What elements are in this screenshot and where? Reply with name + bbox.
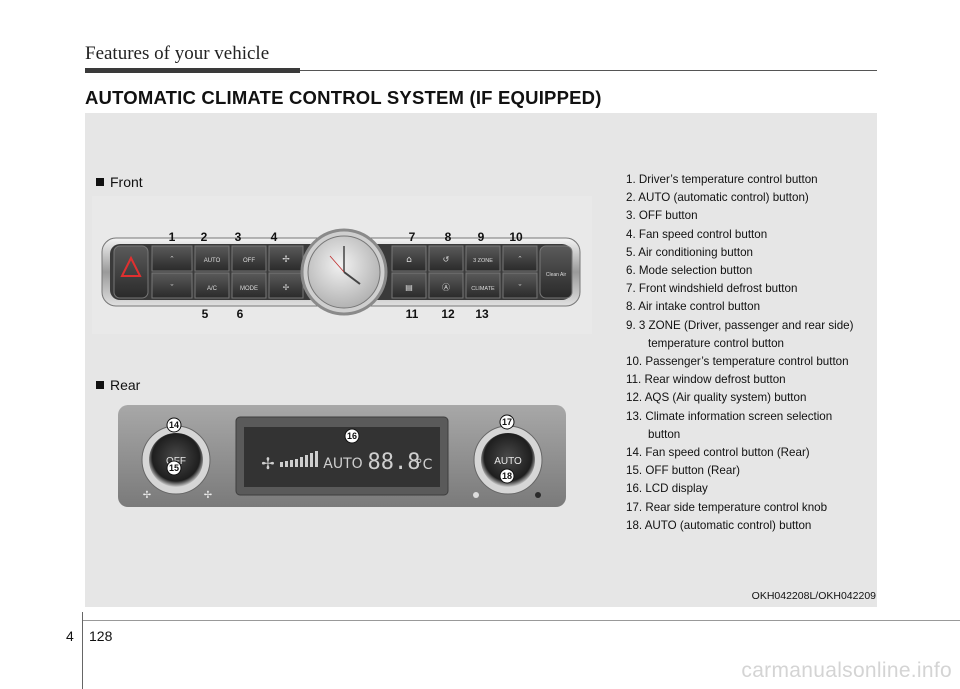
- front-right-buttons: ⌂ ↺ 3 ZONE ˆ ▤ Ⓐ CLIMATE ˇ Clean Air: [391, 245, 573, 299]
- callout-14: 14: [169, 420, 179, 430]
- callout-15: 15: [169, 463, 179, 473]
- callout-13: 13: [475, 307, 489, 321]
- aqs-icon: Ⓐ: [442, 283, 450, 292]
- legend-item: 5. Air conditioning button: [626, 245, 753, 259]
- front-left-buttons: ˆ ˇ AUTO OFF ✢ A/C MODE ✢: [113, 245, 304, 299]
- fan-low-icon: ✢: [143, 490, 151, 501]
- rear-control-panel: OFF ✢ ✢ ✢ AUTO 88.8 °C AUTO 14 15 16 17 …: [118, 405, 566, 507]
- rear-left-knob: OFF: [141, 425, 211, 495]
- callout-5: 5: [202, 307, 209, 321]
- rear-defrost-icon: ▤: [405, 283, 413, 292]
- callout-17: 17: [502, 417, 512, 427]
- rear-label: Rear: [96, 377, 140, 393]
- footer-divider: [82, 612, 83, 689]
- legend-item: 17. Rear side temperature control knob: [626, 500, 828, 514]
- rear-right-knob: AUTO: [473, 425, 543, 495]
- section-title: AUTOMATIC CLIMATE CONTROL SYSTEM (IF EQU…: [85, 87, 602, 108]
- callout-2: 2: [201, 230, 208, 244]
- lcd-fan-icon: ✢: [261, 454, 274, 473]
- square-bullet-icon: [96, 381, 104, 389]
- legend-item: 1. Driver’s temperature control button: [626, 173, 818, 186]
- legend-item-continued: button: [648, 427, 681, 441]
- callout-1: 1: [169, 230, 176, 244]
- front-control-panel: ˆ ˇ AUTO OFF ✢ A/C MODE ✢ ⌂ ↺ 3 ZONE ˆ ▤…: [92, 196, 592, 334]
- lcd-display: ✢ AUTO 88.8 °C: [235, 416, 449, 496]
- off-button-label: OFF: [243, 258, 255, 264]
- figure-panel: [85, 113, 877, 607]
- front-label: Front: [96, 174, 143, 190]
- legend-item: 13. Climate information screen selection: [626, 409, 833, 423]
- header-title: Features of your vehicle: [85, 43, 270, 64]
- rear-auto-label: AUTO: [494, 456, 522, 467]
- legend-item: 9. 3 ZONE (Driver, passenger and rear si…: [626, 318, 854, 332]
- windshield-defrost-icon: ⌂: [406, 255, 412, 265]
- callout-7: 7: [409, 230, 416, 244]
- square-bullet-icon: [96, 178, 104, 186]
- legend-item: 2. AUTO (automatic control) button): [626, 191, 809, 205]
- page-number: 128: [89, 628, 113, 644]
- legend-item: 18. AUTO (automatic control) button: [626, 518, 812, 532]
- mode-button-label: MODE: [240, 286, 258, 292]
- legend-item: 3. OFF button: [626, 209, 698, 223]
- cool-indicator: [473, 492, 479, 498]
- legend-item-continued: temperature control button: [648, 336, 784, 350]
- image-code: OKH042208L/OKH042209: [751, 590, 876, 602]
- legend-item: 6. Mode selection button: [626, 264, 753, 278]
- analog-clock: [300, 228, 388, 316]
- callout-3: 3: [235, 230, 242, 244]
- svg-text:ˇ: ˇ: [519, 283, 522, 293]
- legend-item: 16. LCD display: [626, 482, 708, 496]
- legend-item: 14. Fan speed control button (Rear): [626, 446, 810, 460]
- climate-button-label: CLIMATE: [471, 286, 495, 292]
- air-intake-icon: ↺: [443, 255, 450, 264]
- lcd-unit: °C: [416, 457, 433, 473]
- legend-item: 11. Rear window defrost button: [626, 373, 786, 387]
- three-zone-button-label: 3 ZONE: [473, 258, 493, 264]
- watermark: carmanualsonline.info: [741, 659, 952, 682]
- callout-4: 4: [271, 230, 278, 244]
- svg-text:ˆ: ˆ: [171, 255, 174, 265]
- callout-16: 16: [347, 431, 357, 441]
- callout-10: 10: [509, 230, 523, 244]
- header-rule-thin: [300, 70, 877, 71]
- callout-11: 11: [406, 307, 419, 321]
- footer-rule: [82, 620, 960, 621]
- chapter-number: 4: [66, 628, 74, 644]
- warm-indicator: [535, 492, 541, 498]
- svg-text:ˇ: ˇ: [171, 283, 174, 293]
- callout-9: 9: [478, 230, 485, 244]
- svg-text:ˆ: ˆ: [519, 255, 522, 265]
- callout-18: 18: [502, 471, 512, 481]
- fan-icon: ✢: [282, 255, 290, 265]
- callout-6: 6: [237, 307, 244, 321]
- fan-high-icon: ✢: [204, 490, 212, 501]
- auto-button-label: AUTO: [204, 258, 221, 264]
- header-rule-thick: [85, 68, 300, 73]
- legend-item: 12. AQS (Air quality system) button: [626, 391, 807, 405]
- clean-air-button-label: Clean Air: [546, 272, 567, 278]
- fan-small-icon: ✢: [283, 283, 290, 292]
- callout-8: 8: [445, 230, 452, 244]
- legend-item: 4. Fan speed control button: [626, 227, 768, 241]
- legend-list: 1. Driver’s temperature control button 2…: [626, 171, 881, 535]
- legend-item: 10. Passenger’s temperature control butt…: [626, 355, 849, 369]
- lcd-temperature: 88.8: [368, 450, 421, 475]
- callout-12: 12: [441, 307, 455, 321]
- legend-item: 15. OFF button (Rear): [626, 464, 741, 478]
- ac-button-label: A/C: [207, 286, 218, 292]
- legend-item: 8. Air intake control button: [626, 300, 761, 314]
- legend-item: 7. Front windshield defrost button: [626, 282, 798, 296]
- lcd-auto-text: AUTO: [323, 456, 362, 472]
